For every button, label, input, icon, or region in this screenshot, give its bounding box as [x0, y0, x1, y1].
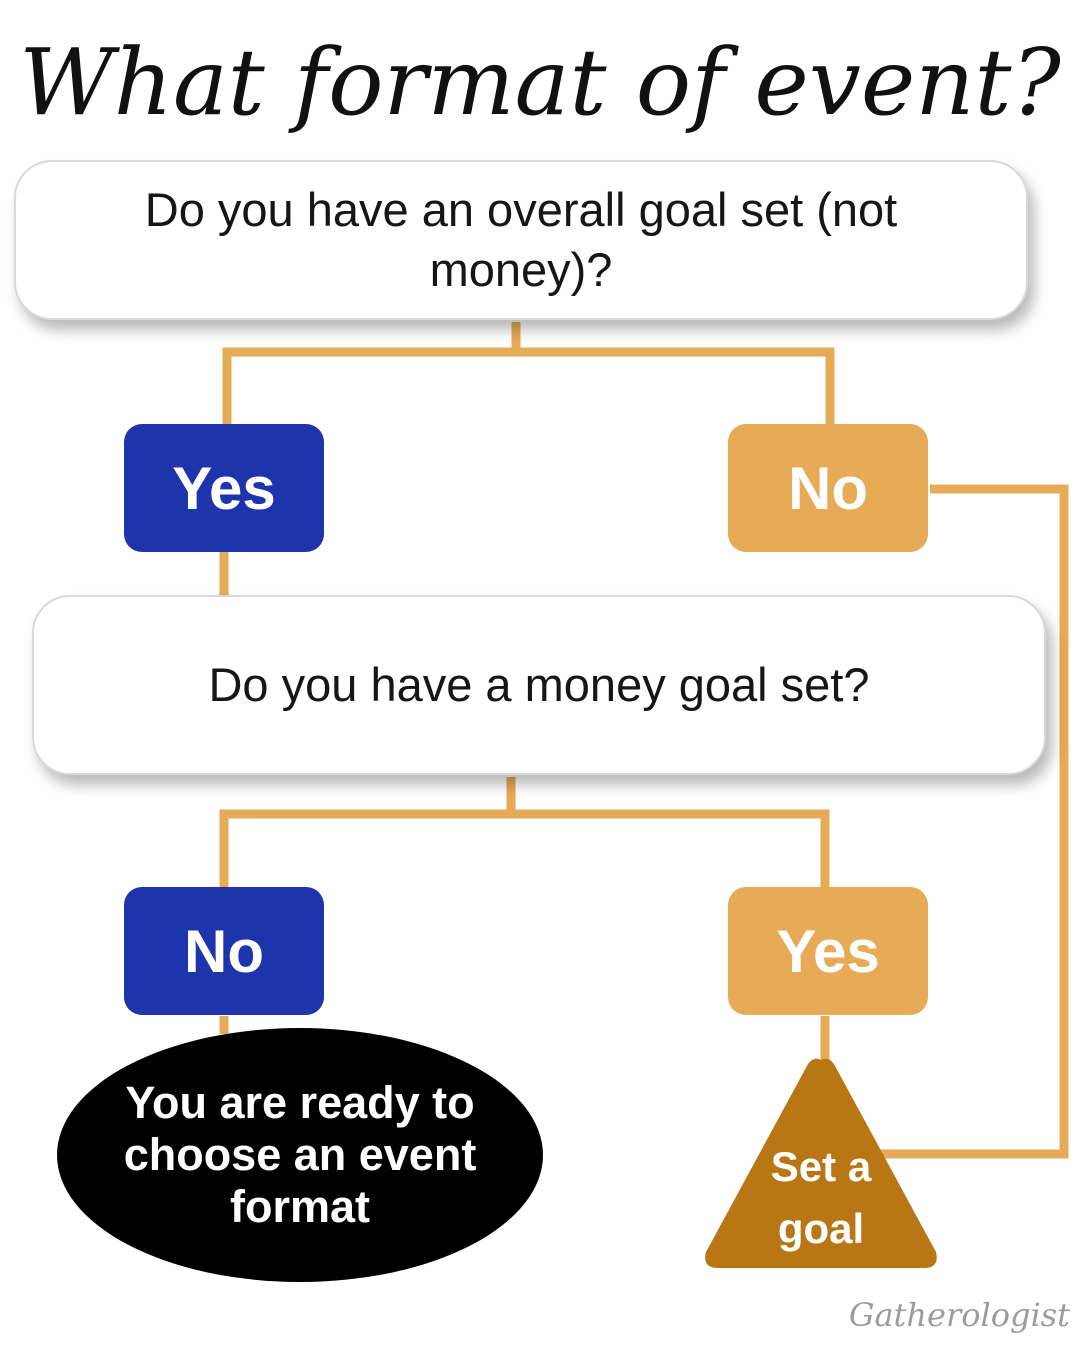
question-money-goal: Do you have a money goal set? [32, 595, 1046, 775]
outcome-ready-ellipse: You are ready to choose an event format [57, 1028, 543, 1282]
outcome-set-goal-line-1: Set a [770, 1143, 872, 1190]
outcome-set-goal-line-2: goal [777, 1205, 865, 1252]
outcome-set-goal-triangle [705, 1058, 937, 1268]
outcome-ready-text: You are ready to choose an event format [123, 1077, 477, 1232]
brand-watermark: Gatherologist [848, 1296, 1070, 1334]
answer-yes-money-goal: Yes [728, 887, 928, 1015]
question-overall-goal: Do you have an overall goal set (not mon… [14, 160, 1028, 320]
connector-q2-branch [219, 809, 830, 890]
connector-no-loop [880, 484, 1069, 1159]
answer-no-money-goal: No [124, 887, 324, 1015]
diagram-title: What format of event? [19, 29, 1061, 136]
answer-yes-overall-goal: Yes [124, 424, 324, 552]
outcome-set-goal-text: Set a goal [740, 1136, 902, 1260]
answer-no-overall-goal: No [728, 424, 928, 552]
connector-q1-branch [222, 347, 835, 428]
